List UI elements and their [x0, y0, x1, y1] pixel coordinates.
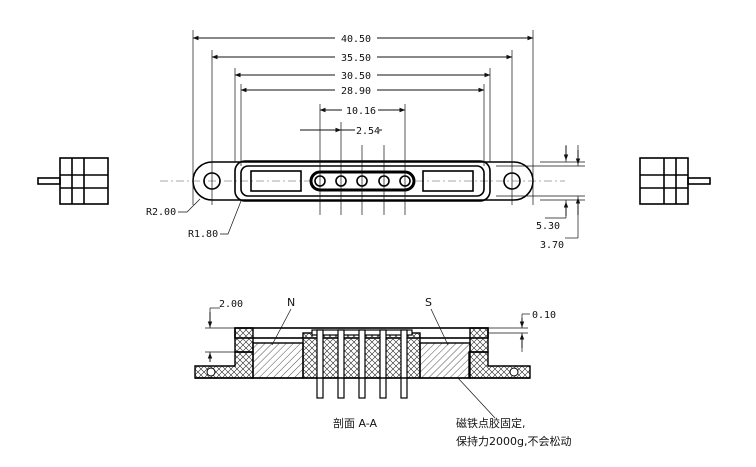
dim-flange-height: 5.30: [536, 221, 560, 232]
side-view-right: [639, 157, 711, 205]
dim-housing-inner: 28.90: [341, 86, 371, 97]
label-north: N: [287, 296, 295, 309]
side-view-left: [37, 157, 109, 205]
dim-flange-radius: R2.00: [146, 207, 176, 218]
dim-gap: 0.10: [532, 310, 556, 321]
dim-housing-outer: 30.50: [341, 71, 371, 82]
magnet-n: [252, 342, 304, 379]
top-view: 40.50 35.50 30.50 28.90 10.16 2.54 R2.00…: [146, 30, 585, 251]
note-line-2: 保持力2000g,不会松动: [456, 434, 571, 448]
note-line-1: 磁铁点胶固定,: [456, 416, 526, 430]
magnet-window-left: [250, 170, 302, 192]
housing-outer: [234, 160, 491, 202]
magnet-s: [419, 342, 471, 379]
label-south: S: [425, 296, 432, 309]
dim-pin-span: 10.16: [346, 106, 376, 117]
section-view: N S 2.00 0.10: [194, 296, 556, 419]
dim-hole-spacing: 35.50: [341, 53, 371, 64]
section-pins: [316, 329, 408, 399]
dim-housing-height: 3.70: [540, 240, 564, 251]
dim-flange-thickness: 2.00: [219, 299, 243, 310]
magnet-window-right: [422, 170, 474, 192]
dim-overall-length: 40.50: [341, 34, 371, 45]
dim-pin-pitch: 2.54: [356, 126, 380, 137]
housing-inner: [240, 165, 485, 197]
pin-island: [309, 170, 416, 192]
section-title: 剖面 A-A: [333, 416, 378, 430]
dim-housing-radius: R1.80: [188, 229, 218, 240]
